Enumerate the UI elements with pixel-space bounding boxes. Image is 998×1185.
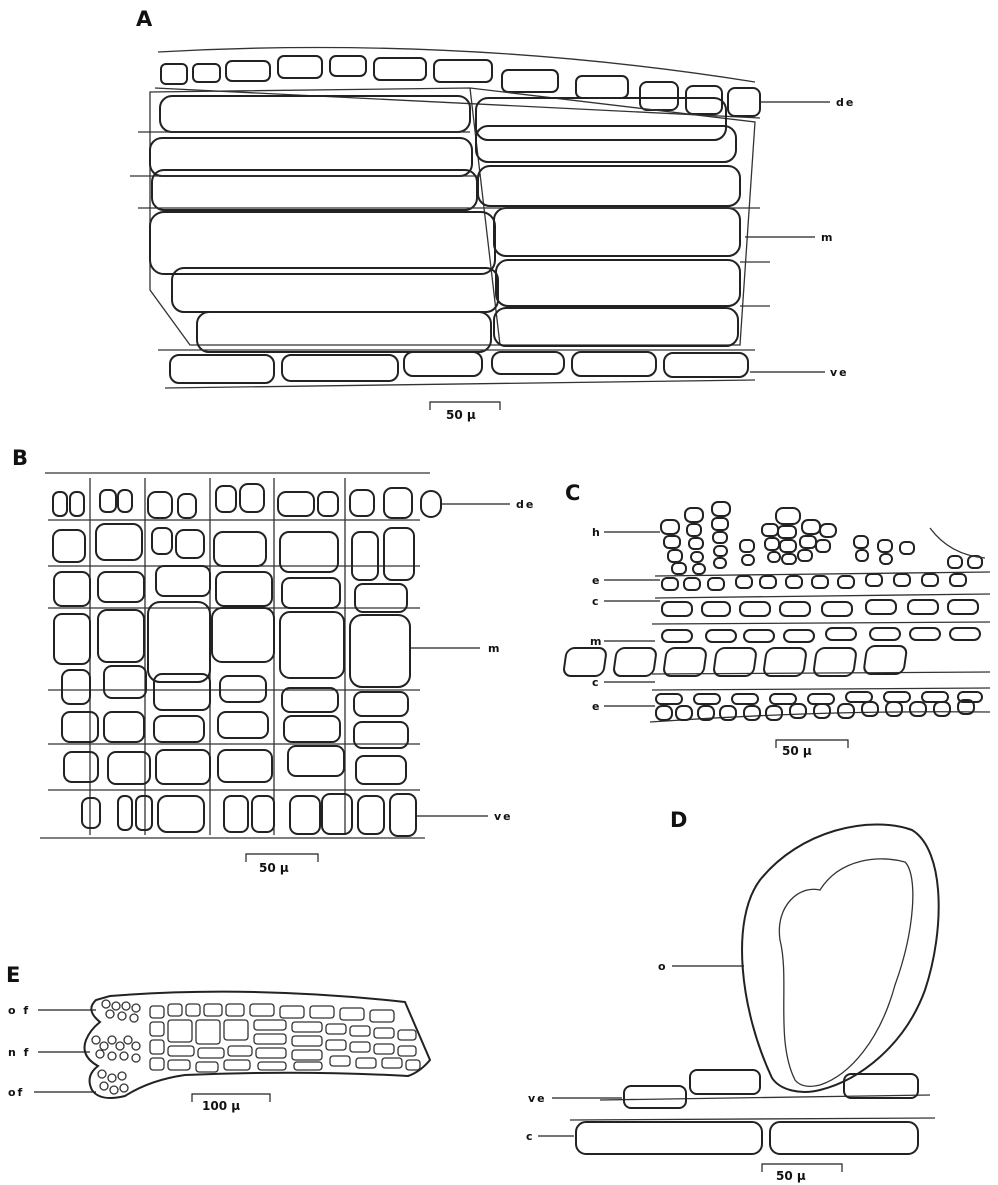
panel-c-letter: C <box>565 481 580 505</box>
panel-a: A <box>130 7 855 422</box>
panel-a-scale-label: 50 μ <box>446 408 476 422</box>
panel-d: D o ve c 50 μ <box>526 808 939 1183</box>
panel-d-letter: D <box>670 808 687 832</box>
panel-b-ventral-epidermis <box>82 794 416 836</box>
panel-c-label-c1: c <box>592 595 601 608</box>
panel-d-label-c: c <box>526 1130 535 1143</box>
panel-e-label-of1: o f <box>8 1004 30 1017</box>
panel-d-oogonium <box>742 824 939 1091</box>
panel-b-mesophyll <box>53 524 414 784</box>
panel-d-ve-cell-1 <box>624 1086 686 1108</box>
panel-e-letter: E <box>6 963 20 987</box>
panel-a-dorsal-epidermis <box>155 56 760 118</box>
panel-b-dorsal-epidermis <box>53 484 441 518</box>
panel-a-mesophyll <box>130 88 770 352</box>
panel-e-scale-label: 100 μ <box>202 1099 240 1113</box>
panel-c-label-h: h <box>592 526 602 539</box>
panel-c-hairs <box>661 502 985 574</box>
panel-c-body <box>563 572 990 722</box>
panel-b-label-ve: ve <box>494 810 513 823</box>
panel-b: B <box>12 446 535 875</box>
panel-c-label-e2: e <box>592 700 601 713</box>
panel-e-outline <box>85 992 431 1098</box>
panel-d-ve-cell-3 <box>844 1074 918 1098</box>
panel-d-oospore <box>779 859 913 1086</box>
panel-e: E o f n f of 100 μ <box>6 963 430 1113</box>
panel-b-letter: B <box>12 446 28 470</box>
panel-c-label-c2: c <box>592 676 601 689</box>
panel-a-label-m: m <box>821 231 834 244</box>
panel-d-c-cell-2 <box>770 1122 918 1154</box>
panel-c-scale-label: 50 μ <box>782 744 812 758</box>
panel-e-cells <box>92 1000 420 1094</box>
panel-b-scale-label: 50 μ <box>259 861 289 875</box>
panel-e-label-of2: of <box>8 1086 24 1099</box>
panel-a-label-ve: ve <box>830 366 849 379</box>
panel-d-ve-cell-2 <box>690 1070 760 1094</box>
panel-a-ventral-epidermis <box>158 350 755 383</box>
panel-d-scale-label: 50 μ <box>776 1169 806 1183</box>
panel-c-label-m: m <box>590 635 603 648</box>
panel-c: C <box>563 481 990 758</box>
panel-a-top-surface <box>158 47 755 82</box>
panel-b-label-m: m <box>488 642 501 655</box>
panel-d-label-ve: ve <box>528 1092 547 1105</box>
panel-a-letter: A <box>136 7 153 31</box>
panel-a-label-de: de <box>836 96 855 109</box>
panel-d-wall-mid <box>570 1118 935 1120</box>
panel-d-label-o: o <box>658 960 668 973</box>
panel-e-label-nf: n f <box>8 1046 30 1059</box>
panel-d-c-cell-1 <box>576 1122 762 1154</box>
panel-c-label-e1: e <box>592 574 601 587</box>
panel-b-label-de: de <box>516 498 535 511</box>
